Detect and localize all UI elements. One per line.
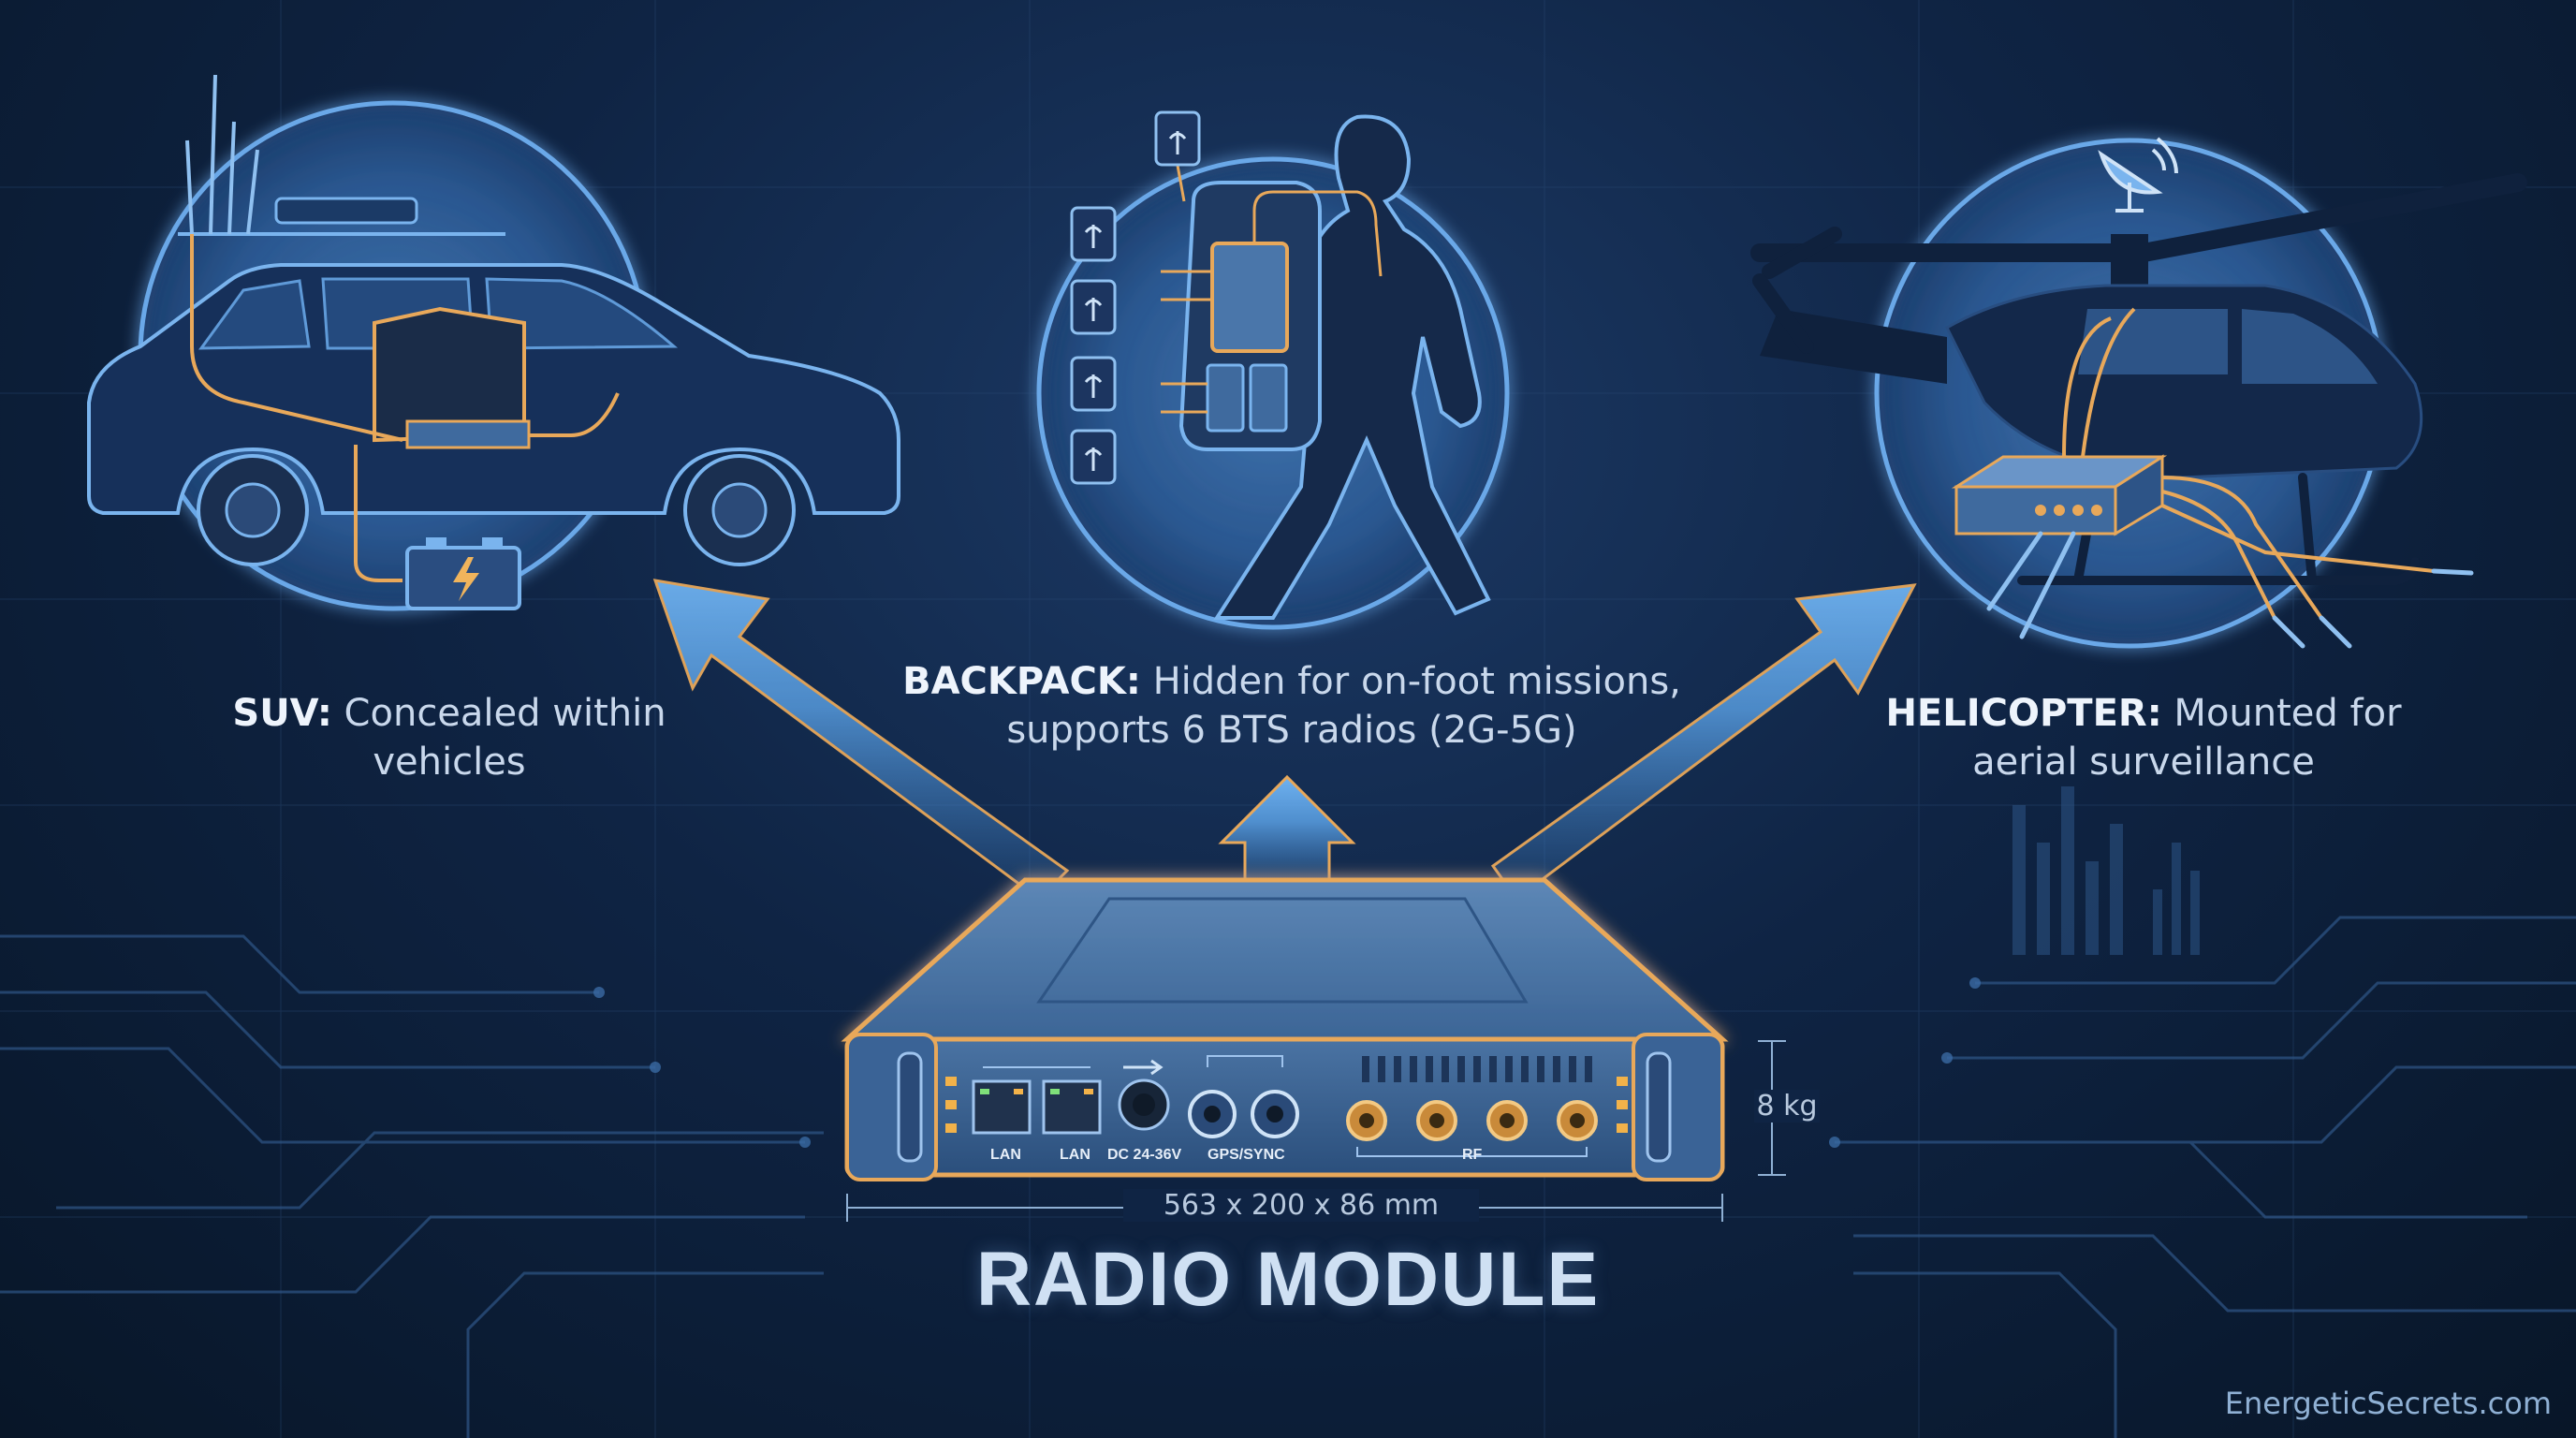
circuit-traces [0, 916, 2576, 1438]
dc-port-label: DC 24-36V [1107, 1147, 1181, 1163]
arrow-to-suv [652, 579, 1070, 901]
helicopter-caption-label: HELICOPTER: [1885, 692, 2162, 735]
rf-port-label: RF [1462, 1147, 1483, 1163]
weight-label: 8 kg [1754, 1090, 1820, 1123]
suv-caption: SUV: Concealed within vehicles [187, 689, 711, 786]
satellite-dish-icon [2098, 137, 2178, 213]
antenna-icon [185, 74, 259, 235]
backpack-caption-text: Hidden for on-foot missions, supports 6 … [1006, 660, 1681, 752]
lightning-icon [453, 557, 479, 601]
helicopter-caption-text: Mounted for aerial surveillance [1972, 692, 2402, 784]
lan-port-label: LAN [1060, 1147, 1090, 1163]
rf-connectors [1346, 1100, 1598, 1157]
helicopter-caption: HELICOPTER: Mounted for aerial surveilla… [1872, 689, 2415, 786]
person-silhouette [1213, 114, 1491, 620]
suv-caption-text: Concealed within vehicles [331, 692, 666, 784]
circuit-nodes [593, 977, 1981, 1148]
arrow-to-helicopter [1490, 583, 1917, 902]
page-title: RADIO MODULE [975, 1237, 1601, 1322]
usb-icon [1123, 1059, 1164, 1076]
battery-icon [405, 537, 521, 610]
helicopter-scene [1750, 137, 2527, 649]
dimensions-label: 563 x 200 x 86 mm [1123, 1189, 1479, 1222]
brand-watermark: EnergeticSecrets.com [2224, 1386, 2552, 1421]
data-bars-decoration [2012, 786, 2200, 955]
backpack-scene [1036, 110, 1510, 630]
arrow-to-backpack [1218, 774, 1356, 891]
suv-scene [87, 74, 900, 611]
backpack-caption-label: BACKPACK: [902, 660, 1141, 703]
lan-port-label: LAN [990, 1147, 1021, 1163]
backpack-caption: BACKPACK: Hidden for on-foot missions, s… [899, 657, 1685, 755]
radio-module-device: LAN LAN DC 24-36V GPS/SYNC RF [841, 877, 1786, 1222]
suv-caption-label: SUV: [232, 692, 332, 735]
gps-port-label: GPS/SYNC [1208, 1147, 1285, 1163]
lan-ports [972, 1066, 1102, 1135]
